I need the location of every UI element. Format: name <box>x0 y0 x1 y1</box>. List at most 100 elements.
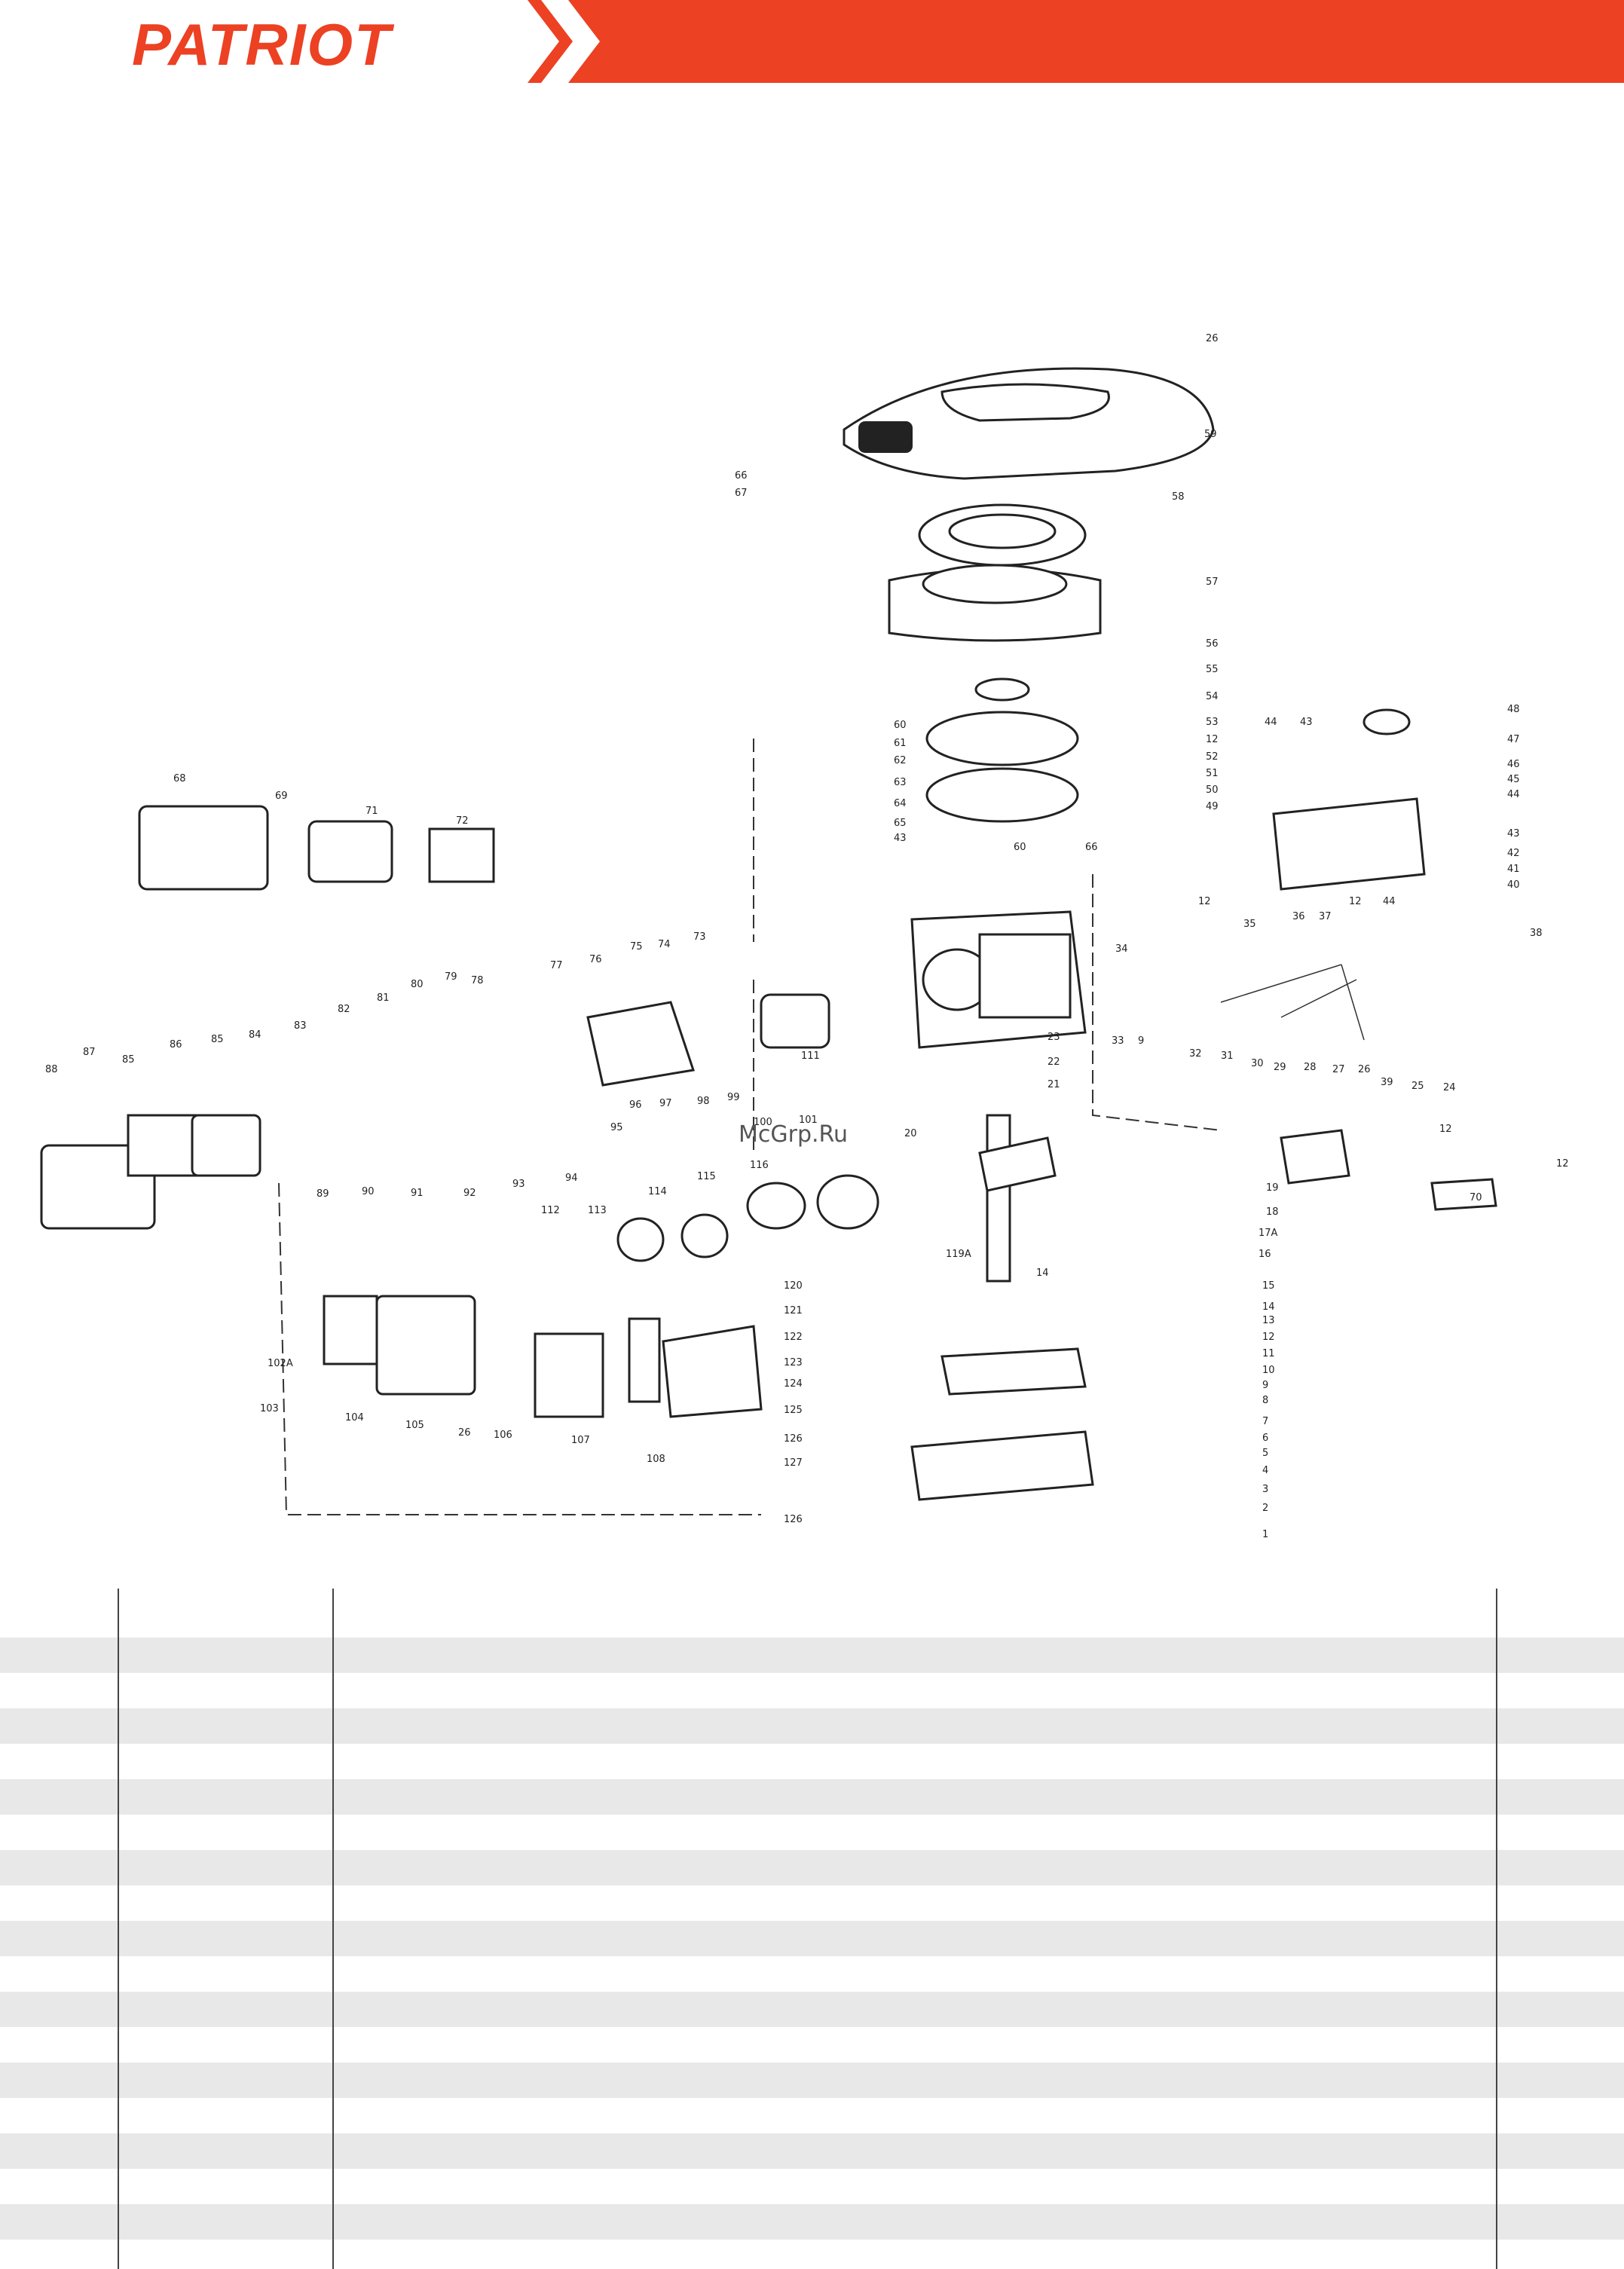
part-label: 95 <box>610 1122 623 1133</box>
part-label: 6 <box>1262 1433 1268 1444</box>
part-label: 38 <box>1530 928 1543 939</box>
table-row <box>0 1992 1624 2027</box>
table-column-divider <box>1496 1589 1497 2269</box>
part-label: 127 <box>784 1457 803 1469</box>
part-label: 91 <box>411 1188 424 1199</box>
part-label: 49 <box>1206 801 1219 812</box>
part-label: 111 <box>801 1050 820 1062</box>
part-label: 84 <box>249 1029 261 1041</box>
part-label: 12 <box>1198 896 1211 907</box>
part-label: 70 <box>1470 1192 1482 1203</box>
part-label: 113 <box>588 1205 607 1216</box>
part-label: 63 <box>894 777 907 788</box>
part-label: 78 <box>471 975 484 986</box>
part-label: 7 <box>1262 1416 1268 1427</box>
part-label: 62 <box>894 755 907 766</box>
fan-housing <box>888 564 1102 642</box>
part-label: 13 <box>1262 1315 1275 1326</box>
part-label: 43 <box>1507 828 1520 839</box>
part-label: 25 <box>1411 1081 1424 1092</box>
part-label: 34 <box>1115 943 1128 955</box>
part-label: 28 <box>1304 1062 1317 1073</box>
part-label: 22 <box>1047 1057 1060 1068</box>
part-label: 2 <box>1262 1503 1268 1514</box>
part-label: 14 <box>1036 1268 1049 1279</box>
part-label: 32 <box>1189 1048 1202 1060</box>
table-column-divider <box>332 1589 334 2269</box>
watermark: McGrp.Ru <box>739 1121 849 1148</box>
part-label: 20 <box>904 1128 917 1139</box>
part-label: 26 <box>1206 333 1219 344</box>
part-label: 12 <box>1206 734 1219 745</box>
part-label: 30 <box>1251 1058 1264 1069</box>
part-label: 108 <box>647 1454 665 1465</box>
part-label: 97 <box>659 1098 672 1109</box>
part-label: 11 <box>1262 1348 1275 1359</box>
part-label: 112 <box>541 1205 560 1216</box>
part-label: 73 <box>693 931 706 943</box>
part-label: 8 <box>1262 1395 1268 1406</box>
part-label: 101 <box>799 1115 818 1126</box>
part-label: 17A <box>1259 1228 1278 1239</box>
part-label: 103 <box>260 1403 279 1414</box>
part-label: 33 <box>1112 1035 1124 1047</box>
part-label: 16 <box>1259 1249 1271 1260</box>
part-label: 71 <box>365 806 378 817</box>
part-label: 1 <box>1262 1529 1268 1540</box>
part-label: 23 <box>1047 1032 1060 1043</box>
table-column-divider <box>118 1589 119 2269</box>
part-label: 89 <box>317 1188 329 1200</box>
table-row <box>0 2133 1624 2169</box>
part-label: 61 <box>894 738 907 749</box>
part-label: 12 <box>1349 896 1362 907</box>
cylinder-head <box>586 993 830 1087</box>
part-label: 100 <box>754 1117 772 1128</box>
part-label: 10 <box>1262 1365 1275 1376</box>
table-row <box>0 1779 1624 1815</box>
part-label: 44 <box>1265 717 1277 728</box>
engine-block <box>910 910 1087 1049</box>
part-label: 106 <box>494 1430 512 1441</box>
part-label: 67 <box>735 488 748 499</box>
part-label: 126 <box>784 1433 803 1445</box>
part-label: 3 <box>1262 1484 1268 1495</box>
part-label: 66 <box>1085 842 1098 853</box>
part-label: 26 <box>458 1427 471 1439</box>
part-label: 55 <box>1206 664 1219 675</box>
part-label: 85 <box>211 1034 224 1045</box>
part-label: 107 <box>571 1435 590 1446</box>
part-label: 40 <box>1507 879 1520 891</box>
part-label: 64 <box>894 798 907 809</box>
part-label: 36 <box>1292 911 1305 922</box>
flywheel <box>925 677 1079 823</box>
part-label: 77 <box>550 960 563 971</box>
part-label: 74 <box>658 939 671 950</box>
part-label: 72 <box>456 815 469 827</box>
part-label: 50 <box>1206 784 1219 796</box>
part-label: 26 <box>1358 1064 1371 1075</box>
assembly-guide-line <box>278 1182 761 1515</box>
part-label: 102A <box>268 1358 293 1369</box>
part-label: 60 <box>1014 842 1026 853</box>
part-label: 27 <box>1332 1064 1345 1075</box>
part-label: 12 <box>1262 1332 1275 1343</box>
part-label: 58 <box>1172 491 1185 503</box>
part-label: 12 <box>1556 1158 1569 1170</box>
part-label: 51 <box>1206 768 1219 779</box>
part-label: 66 <box>735 470 748 482</box>
part-label: 98 <box>697 1096 710 1107</box>
part-label: 57 <box>1206 576 1219 588</box>
part-label: 75 <box>630 941 643 953</box>
table-row <box>0 1850 1624 1885</box>
part-label: 92 <box>463 1188 476 1199</box>
part-label: 88 <box>45 1064 58 1075</box>
part-label: 126 <box>784 1514 803 1525</box>
part-label: 96 <box>629 1099 642 1111</box>
fuel-tank <box>1272 708 1426 891</box>
table-row <box>0 2063 1624 2098</box>
part-label: 60 <box>894 720 907 731</box>
part-label: 76 <box>589 954 602 965</box>
part-label: 9 <box>1138 1035 1144 1047</box>
part-label: 94 <box>565 1173 578 1184</box>
part-label: 29 <box>1274 1062 1286 1073</box>
